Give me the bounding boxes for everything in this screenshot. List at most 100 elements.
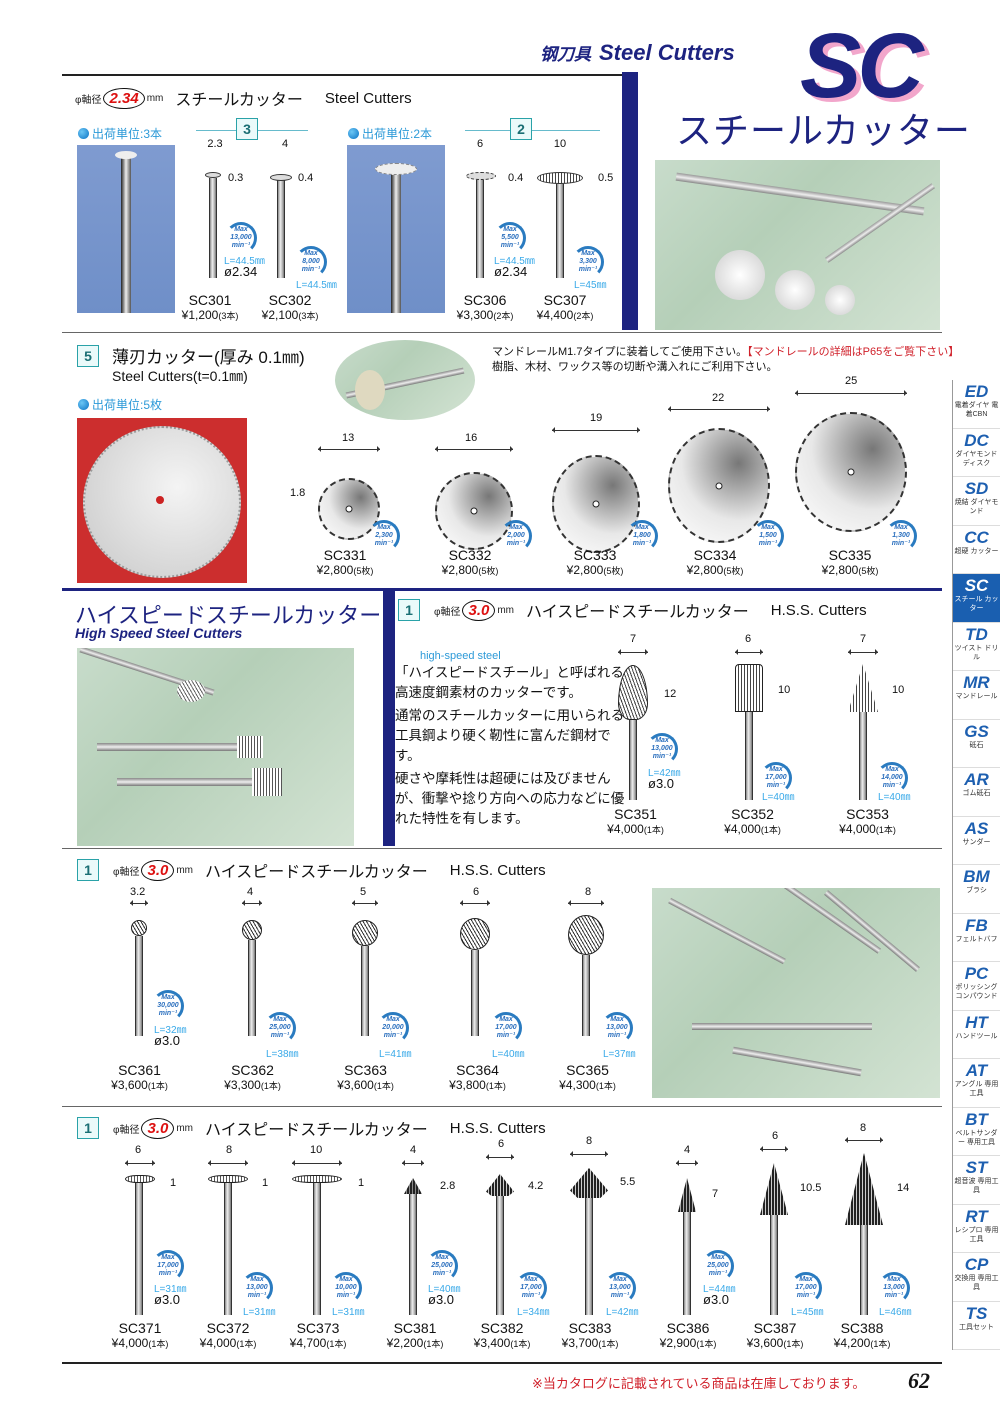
section5-heading: 1 φ軸径 3.0 mm ハイスピードスチールカッター H.S.S. Cutte…: [77, 1116, 546, 1140]
hole-dim: 1.8: [290, 487, 306, 499]
box-qty-icon: 1: [77, 1117, 99, 1139]
product-photo-sc306: [347, 145, 445, 313]
cone-burr-icon: [486, 1174, 514, 1196]
category-en: Steel Cutters: [599, 40, 735, 65]
box-qty-icon: 2: [510, 118, 532, 140]
rpm-icon: [426, 1250, 458, 1282]
mandrel-note: マンドレールM1.7タイプに装着してご使用下さい。【マンドレールの詳細はP65を…: [492, 346, 960, 358]
hss-title-jp: ハイスピードスチールカッター: [75, 603, 382, 628]
wheel-cutter-icon: [125, 1175, 155, 1183]
wheel-cutter-icon: [292, 1175, 342, 1183]
product-sc361[interactable]: SC361 ¥3,600(1本): [111, 1062, 168, 1092]
hss-title-en: High Speed Steel Cutters: [75, 625, 243, 641]
product-sc382[interactable]: SC382 ¥3,400(1本): [473, 1320, 531, 1350]
rpm-icon: [790, 1272, 822, 1304]
rpm-icon: [752, 520, 784, 552]
rpm-icon: [264, 1012, 296, 1044]
product-sc302[interactable]: 4: [281, 138, 289, 150]
rpm-icon: [152, 1250, 184, 1282]
rpm-icon: [646, 733, 678, 765]
product-sc371[interactable]: SC371 ¥4,000(1本): [111, 1320, 169, 1350]
product-sc381[interactable]: SC381 ¥2,200(1本): [386, 1320, 444, 1350]
product-sc307[interactable]: 10: [553, 138, 567, 150]
disc-sc335: [795, 412, 907, 532]
product-sc387[interactable]: SC387 ¥3,600(1本): [746, 1320, 804, 1350]
hss-description: 「ハイスピードスチール」と呼ばれる高速度鋼素材のカッターです。 通常のスチールカ…: [395, 665, 625, 826]
mandrel-detail-link[interactable]: 【マンドレールの詳細はP65をご覧下さい】: [747, 346, 960, 358]
product-sc363[interactable]: SC363 ¥3,600(1本): [337, 1062, 394, 1092]
shaft-diameter: 2.34: [103, 87, 145, 109]
product-sc351[interactable]: SC351 ¥4,000(1本): [607, 806, 664, 836]
section1-title-jp: スチールカッター: [175, 92, 303, 109]
mandrel-photo: [335, 340, 475, 420]
category-jp: 钢刀具: [540, 45, 591, 64]
product-sc388[interactable]: SC388 ¥4,200(1本): [833, 1320, 891, 1350]
product-sc386[interactable]: SC386 ¥2,900(1本): [659, 1320, 717, 1350]
rpm-icon: [885, 520, 917, 552]
rpm-icon: [601, 1012, 633, 1044]
product-sc372[interactable]: SC372 ¥4,000(1本): [199, 1320, 257, 1350]
stock-note: ※当カタログに記載されている商品は在庫しております。: [532, 1376, 866, 1391]
cone-burr-icon: [760, 1163, 788, 1215]
section1-heading: φ軸径 2.34 mm スチールカッター Steel Cutters: [75, 86, 412, 110]
product-sc353[interactable]: SC353 ¥4,000(1本): [839, 806, 896, 836]
section2-title-jp: 薄刃カッター(厚み 0.1㎜): [112, 348, 305, 367]
cone-burr-icon: [678, 1178, 696, 1212]
product-sc332[interactable]: SC332 ¥2,800(5枚): [441, 547, 499, 577]
rpm-icon: [494, 222, 526, 254]
product-sc352[interactable]: SC352 ¥4,000(1本): [724, 806, 781, 836]
product-photo-sc301: [77, 145, 175, 313]
product-sc362[interactable]: SC362 ¥3,300(1本): [224, 1062, 281, 1092]
product-sc373[interactable]: SC373 ¥4,700(1本): [289, 1320, 347, 1350]
disc-sc334: [668, 428, 770, 543]
rpm-icon: [702, 1250, 734, 1282]
product-sc333[interactable]: SC333 ¥2,800(5枚): [566, 547, 624, 577]
hss-burr-photo: [652, 888, 940, 1098]
ball-burr-icon: [568, 915, 604, 955]
steel-cutter-photo: [655, 160, 940, 330]
product-sc306[interactable]: 6: [476, 138, 484, 150]
rpm-icon: [152, 990, 184, 1022]
product-sc364[interactable]: SC364 ¥3,800(1本): [449, 1062, 506, 1092]
ball-burr-icon: [131, 920, 147, 936]
product-sc301[interactable]: 2.3: [207, 138, 223, 150]
unit-tag-5: 出荷単位:5枚: [78, 396, 162, 413]
section1-title-en: Steel Cutters: [324, 89, 412, 107]
sc-logo: SC: [800, 15, 924, 117]
rpm-icon: [295, 246, 327, 278]
product-sc365[interactable]: SC365 ¥4,300(1本): [559, 1062, 616, 1092]
rpm-icon: [500, 520, 532, 552]
vertical-accent-bar: [383, 591, 395, 846]
bullet-icon: [78, 128, 89, 139]
unit-tag-2: 出荷単位:2本: [348, 125, 432, 142]
rpm-icon: [878, 1272, 910, 1304]
cone-burr-icon: [570, 1168, 608, 1198]
product-sc335[interactable]: SC335 ¥2,800(5枚): [821, 547, 879, 577]
product-sc334[interactable]: SC334 ¥2,800(5枚): [686, 547, 744, 577]
page-title: スチールカッター: [676, 110, 971, 151]
section3-heading: 1 φ軸径 3.0 mm ハイスピードスチールカッター H.S.S. Cutte…: [398, 598, 867, 622]
product-sc383[interactable]: SC383 ¥3,700(1本): [561, 1320, 619, 1350]
vertical-accent-bar: [622, 72, 638, 330]
product-sc331[interactable]: SC331 ¥2,800(5枚): [316, 547, 374, 577]
